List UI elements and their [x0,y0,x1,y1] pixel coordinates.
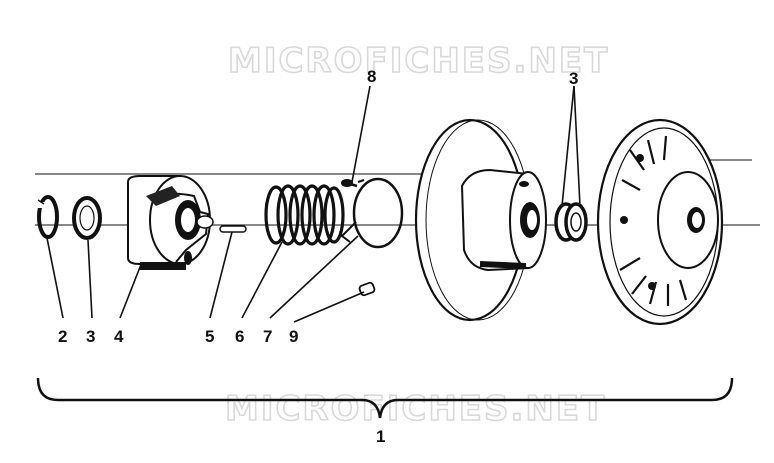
assembly-brace [36,377,734,419]
spring [264,184,345,246]
callout-8: 8 [367,67,376,86]
callout-2: 2 [58,327,67,346]
watermark-bottom: MICROFICHES.NET [225,389,606,429]
callout-7: 7 [263,327,272,346]
callout-3-left: 3 [86,327,95,346]
watermark-top: MICROFICHES.NET [228,41,609,81]
callout-5: 5 [205,327,214,346]
fixed-sheave [596,118,724,326]
snap-ring [37,195,59,239]
callout-1: 1 [376,427,385,446]
bushing-set [554,202,588,242]
leader-lines [46,85,581,323]
spring-seat-ring [340,177,404,249]
callout-6: 6 [235,327,244,346]
cam-assembly [127,175,214,270]
washer-left [72,196,102,240]
screw-small [341,179,358,188]
movable-sheave [414,118,547,322]
callout-3-right: 3 [569,69,578,88]
callout-9: 9 [289,327,298,346]
callout-4: 4 [114,327,124,346]
pin [219,225,247,233]
